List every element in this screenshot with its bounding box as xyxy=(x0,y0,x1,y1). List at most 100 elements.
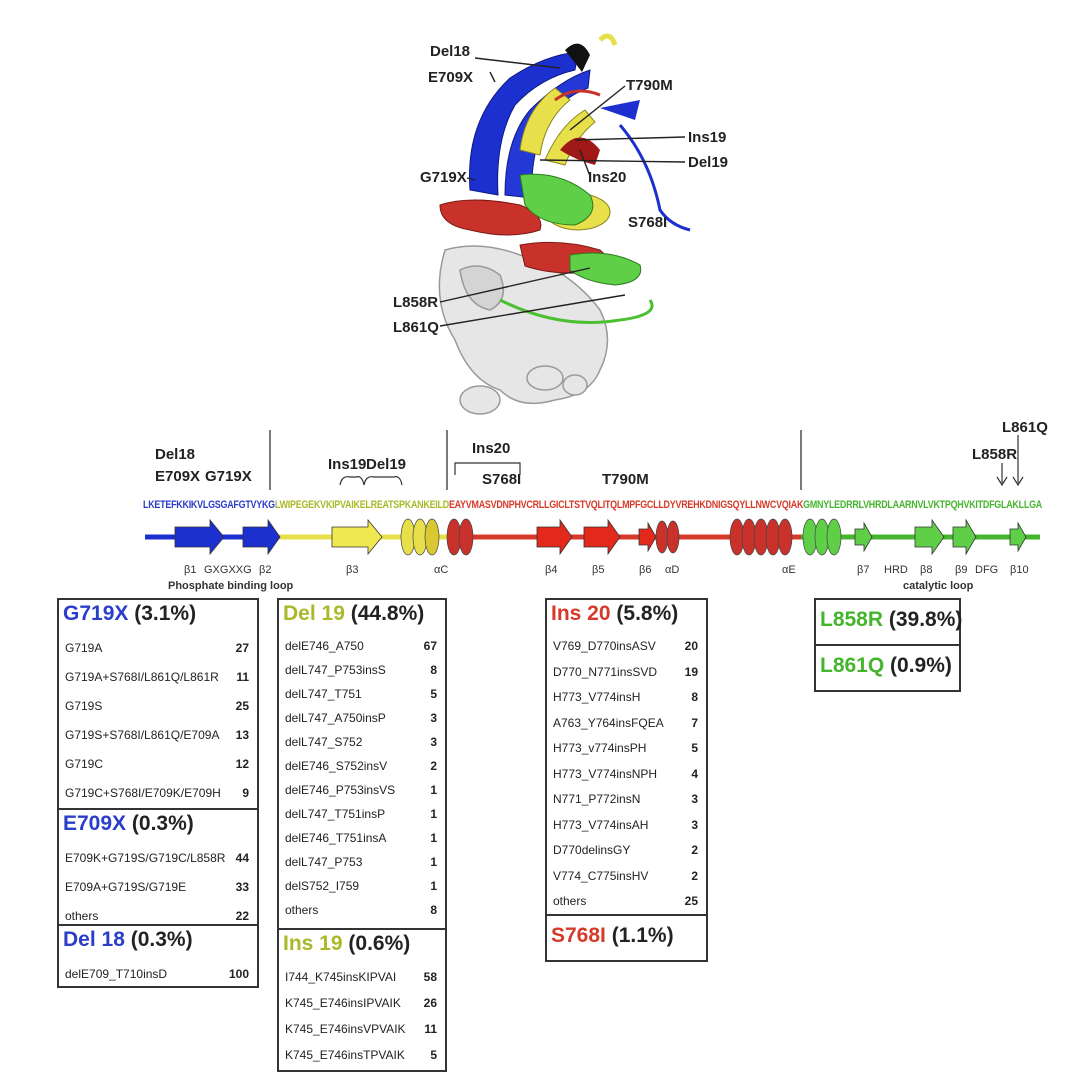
table-header-ins19: Ins 19 (0.6%) xyxy=(283,932,445,956)
row-count: 44 xyxy=(235,851,249,865)
table-row: delS752_I759 1 xyxy=(279,874,445,898)
track-label-ins20: Ins20 xyxy=(472,440,510,457)
ss-label-b1: β1 xyxy=(184,564,196,576)
table-row: E709K+G719S/G719C/L858R 44 xyxy=(59,844,257,873)
table-title-ins20: Ins 20 xyxy=(551,602,611,625)
row-label: delE746_T751insA xyxy=(285,831,387,845)
row-count: 26 xyxy=(423,996,437,1010)
row-count: 5 xyxy=(430,687,437,701)
ss-label-b3: β3 xyxy=(346,564,358,576)
row-label: delL747_S752 xyxy=(285,735,363,749)
row-label: D770_N771insSVD xyxy=(553,664,658,679)
ss-label-b2: β2 xyxy=(259,564,271,576)
row-label: delS752_I759 xyxy=(285,879,360,893)
track-label-s768i: S768I xyxy=(482,471,521,488)
row-label: D770delinsGY xyxy=(553,843,631,857)
table-title-l861q: L861Q xyxy=(820,654,885,677)
table-header-l861q: L861Q (0.9%) xyxy=(820,654,959,678)
row-label: H773_V774insAH xyxy=(553,817,649,832)
ss-label-gxgxxg: GXGXXG xyxy=(204,564,252,576)
domain-divider-lines xyxy=(269,430,802,490)
ss-label-b6: β6 xyxy=(639,564,651,576)
row-count: 11 xyxy=(424,1022,437,1036)
row-label: H773_V774insH xyxy=(553,690,641,704)
sequence-track: Del18 E709X G719X Ins19 Del19 Ins20 S768… xyxy=(143,419,1048,592)
seq-segment-blue: LKETEFKKIKVLGSGAFGTVYKG xyxy=(143,499,275,511)
structure-label-l861q: L861Q xyxy=(393,319,439,336)
catalytic-loop-label: catalytic loop xyxy=(903,580,974,592)
structure-label-del18: Del18 xyxy=(430,43,470,60)
sequence-text: LKETEFKKIKVLGSGAFGTVYKGLWIPEGEKVKIPVAIKE… xyxy=(143,499,1042,511)
structure-label-l858r: L858R xyxy=(393,294,438,311)
row-count: 2 xyxy=(430,759,437,773)
row-count: 33 xyxy=(235,880,249,894)
row-label: K745_E746insTPVAIK xyxy=(285,1048,405,1062)
row-label: E709K+G719S/G719C/L858R xyxy=(65,851,226,865)
table-pct-l858r: (39.8%) xyxy=(888,608,963,631)
table-header-l858r: L858R (39.8%) xyxy=(820,608,962,632)
row-label: I744_K745insKIPVAI xyxy=(285,970,397,984)
row-label: G719S xyxy=(65,699,103,713)
track-label-ins19: Ins19 xyxy=(328,456,366,473)
row-count: 8 xyxy=(691,690,698,704)
table-l858r: L858R (39.8%) xyxy=(814,598,962,646)
table-title-del19: Del 19 xyxy=(283,602,345,625)
ss-label-dfg: DFG xyxy=(975,564,998,576)
ss-label-hrd: HRD xyxy=(884,564,908,576)
row-count: 1 xyxy=(430,879,437,893)
row-count: 20 xyxy=(684,639,698,653)
table-header-s768i: S768I (1.1%) xyxy=(551,924,706,948)
track-label-e709x: E709X xyxy=(155,468,200,485)
seq-segment-yellow-1: LWIPEGEKVKIPVAIKEL xyxy=(275,499,371,511)
track-label-l861q: L861Q xyxy=(1002,419,1048,436)
table-pct-del18: (0.3%) xyxy=(130,928,193,951)
table-title-l858r: L858R xyxy=(820,608,884,631)
ss-label-b7: β7 xyxy=(857,564,869,576)
row-label: delL747_P753insS xyxy=(285,663,386,677)
row-count: 58 xyxy=(423,970,437,984)
row-count: 5 xyxy=(430,1048,437,1062)
structure-label-ins20: Ins20 xyxy=(588,169,626,186)
row-count: 27 xyxy=(235,641,249,655)
row-label: delL747_A750insP xyxy=(285,711,386,725)
table-title-ins19: Ins 19 xyxy=(283,932,343,955)
row-count: 3 xyxy=(691,817,698,832)
table-pct-g719x: (3.1%) xyxy=(134,602,197,625)
table-pct-s768i: (1.1%) xyxy=(611,924,674,947)
row-count: 2 xyxy=(691,843,698,857)
row-label: H773_v774insPH xyxy=(553,741,647,755)
table-row: H773_V774insAH 3 xyxy=(547,813,706,839)
row-count: 25 xyxy=(235,699,249,713)
table-title-g719x: G719X xyxy=(63,602,129,625)
table-row: I744_K745insKIPVAI 58 xyxy=(279,964,445,990)
row-label: N771_P772insN xyxy=(553,792,641,806)
row-label: delL747_T751insP xyxy=(285,807,386,821)
row-label: delL747_P753 xyxy=(285,855,363,869)
ss-label-b4: β4 xyxy=(545,564,557,576)
row-count: 1 xyxy=(430,831,437,845)
table-ins19: Ins 19 (0.6%) I744_K745insKIPVAI 58 K745_… xyxy=(277,928,447,1072)
phosphate-binding-loop-label: Phosphate binding loop xyxy=(168,580,294,592)
track-label-del18: Del18 xyxy=(155,446,195,463)
table-pct-del19: (44.8%) xyxy=(350,602,425,625)
ss-label-b8: β8 xyxy=(920,564,932,576)
seq-segment-yellow-2: REATSPKANKEILD xyxy=(371,499,450,511)
row-count: 1 xyxy=(430,855,437,869)
seq-segment-red: EAYVMASVDNPHVCRLLGICLTSTVQLITQLMPFGCLLDY… xyxy=(449,499,803,511)
table-pct-l861q: (0.9%) xyxy=(890,654,952,677)
